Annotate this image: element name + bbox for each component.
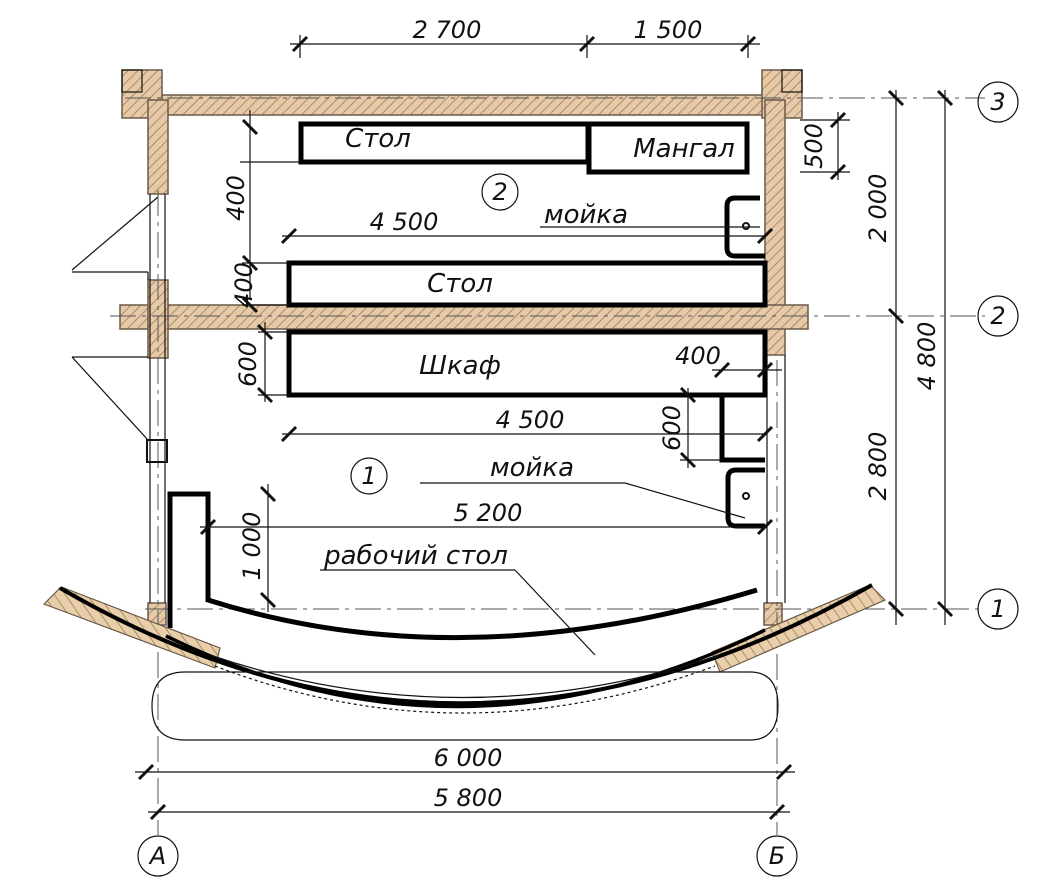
dim-right-4800: 4 800 xyxy=(913,322,941,391)
terrace-rounded-slab xyxy=(151,671,779,741)
dim-top-right: 1 500 xyxy=(634,16,703,44)
axis-1-label: 1 xyxy=(990,595,1005,623)
dim-bottom-6000: 6 000 xyxy=(434,744,503,772)
dim-right-2000: 2 000 xyxy=(864,174,892,243)
dim-room2-length: 4 500 xyxy=(370,208,439,236)
work-table xyxy=(167,491,758,641)
dim-work-1000: 1 000 xyxy=(238,512,266,581)
column-outline-right xyxy=(781,69,803,93)
axis-3-label: 3 xyxy=(990,88,1005,116)
dim-left-400-top: 400 xyxy=(222,175,250,221)
axis-3-circle xyxy=(977,81,1019,123)
sink-bottom xyxy=(725,467,765,529)
terrace-mid-curve-1 xyxy=(209,654,721,699)
dim-right-2800: 2 800 xyxy=(864,432,892,501)
dimension-lines xyxy=(135,35,954,821)
dim-bottom-5800: 5 800 xyxy=(434,784,503,812)
axis-1-circle xyxy=(977,588,1019,630)
dim-work-5200: 5 200 xyxy=(454,499,523,527)
axis-a-label: А xyxy=(148,842,166,870)
label-cabinet: Шкаф xyxy=(419,351,501,381)
door-openings xyxy=(71,196,168,463)
dim-room1-length: 4 500 xyxy=(496,406,565,434)
sink-bottom-drain-icon xyxy=(742,492,750,500)
room-1-number: 1 xyxy=(361,462,376,490)
room-2-circle xyxy=(481,173,519,211)
dim-left-400-mid: 400 xyxy=(230,262,258,308)
axis-markers: 3 2 1 А Б xyxy=(137,81,1019,877)
terrace xyxy=(42,583,887,741)
axis-2-circle xyxy=(977,295,1019,337)
room-1-circle xyxy=(350,457,388,495)
table-top xyxy=(298,121,591,165)
labels: Стол Мангал мойка Стол Шкаф мойка рабочи… xyxy=(323,124,735,571)
label-work-table: рабочий стол xyxy=(323,541,508,571)
left-wall-upper xyxy=(147,99,169,195)
axis-b-circle xyxy=(756,835,798,877)
room-2-number: 2 xyxy=(492,178,507,206)
sink-counter-400x600 xyxy=(719,395,765,463)
dim-top-left: 2 700 xyxy=(413,16,482,44)
label-table-middle: Стол xyxy=(427,269,493,299)
furniture xyxy=(167,121,768,641)
dimension-text: 2 700 1 500 500 2 000 2 800 4 800 400 40… xyxy=(222,16,941,812)
label-grill: Мангал xyxy=(633,134,735,164)
label-sink-bottom: мойка xyxy=(490,453,574,483)
axis-b-label: Б xyxy=(769,842,785,870)
sink-top-drain-icon xyxy=(742,222,750,230)
dim-sink-600: 600 xyxy=(658,405,686,451)
cabinet xyxy=(286,329,768,398)
axis-a-circle xyxy=(137,835,179,877)
axis-centerlines xyxy=(110,97,985,835)
right-wall-upper xyxy=(764,99,786,356)
room-markers: 2 1 xyxy=(350,173,519,495)
dim-sink-400: 400 xyxy=(675,342,721,370)
middle-wall xyxy=(119,304,809,330)
column-outline-left xyxy=(121,69,143,93)
label-table-top: Стол xyxy=(345,124,411,154)
grill xyxy=(586,121,750,175)
terrace-outer-curve xyxy=(58,583,873,706)
axis-2-label: 2 xyxy=(990,302,1005,330)
walls xyxy=(119,69,809,626)
terrace-mid-curve-2 xyxy=(214,665,716,714)
right-post-bottom xyxy=(763,602,783,626)
column-small xyxy=(146,439,168,463)
terrace-inner-curve xyxy=(165,628,766,709)
dim-right-500: 500 xyxy=(800,123,828,169)
label-sink-top: мойка xyxy=(544,200,628,230)
dim-left-600: 600 xyxy=(234,341,262,387)
table-middle xyxy=(286,260,768,308)
